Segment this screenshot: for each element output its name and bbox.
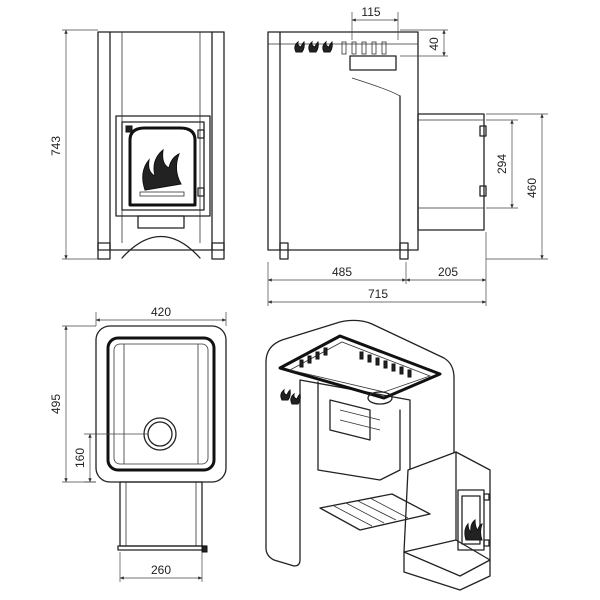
side-tank — [399, 95, 487, 251]
dim-tunnel-width-260: 260 — [151, 563, 171, 577]
front-body-outline — [97, 31, 225, 251]
iso-fire-door — [457, 489, 485, 551]
dim-body-depth-485: 485 — [332, 265, 352, 279]
dim-pipe-offset-160: 160 — [73, 448, 87, 468]
dim-tank-height-294: 294 — [495, 154, 509, 174]
dim-tank-depth-205: 205 — [438, 265, 458, 279]
front-leg-right — [211, 242, 225, 260]
door-hinge-icon — [125, 125, 133, 133]
iso-top-rim — [278, 334, 442, 400]
iso-chimney-hole — [367, 391, 393, 405]
dim-top-width-115: 115 — [361, 5, 380, 19]
fire-door — [115, 115, 211, 217]
dim-depth-495: 495 — [49, 394, 63, 414]
dim-top-height-40: 40 — [427, 37, 441, 51]
top-tunnel — [119, 481, 203, 547]
isometric-view — [265, 319, 491, 591]
iso-body — [265, 319, 455, 567]
iso-flame-icon — [280, 388, 291, 401]
top-outer-outline — [95, 325, 227, 483]
iso-rim-vents — [299, 347, 412, 378]
dim-total-depth-715: 715 — [368, 287, 388, 301]
side-vents — [294, 40, 387, 55]
iso-tunnel — [403, 451, 491, 577]
iso-door-flame-icon — [464, 518, 483, 541]
iso-grate — [319, 493, 431, 531]
dim-tank-total-460: 460 — [525, 178, 539, 198]
front-leg-left — [97, 242, 111, 260]
dim-width-420: 420 — [151, 305, 171, 319]
front-view: 743 — [49, 29, 225, 260]
side-view: 115 40 294 460 485 205 715 — [267, 5, 548, 306]
flame-icon — [142, 148, 182, 191]
ash-pit — [137, 215, 185, 229]
dim-height-743: 743 — [49, 136, 63, 156]
top-rim — [106, 336, 216, 472]
chimney-pipe — [143, 417, 177, 451]
top-view: 420 495 160 260 — [49, 305, 227, 582]
front-arch — [121, 236, 201, 259]
